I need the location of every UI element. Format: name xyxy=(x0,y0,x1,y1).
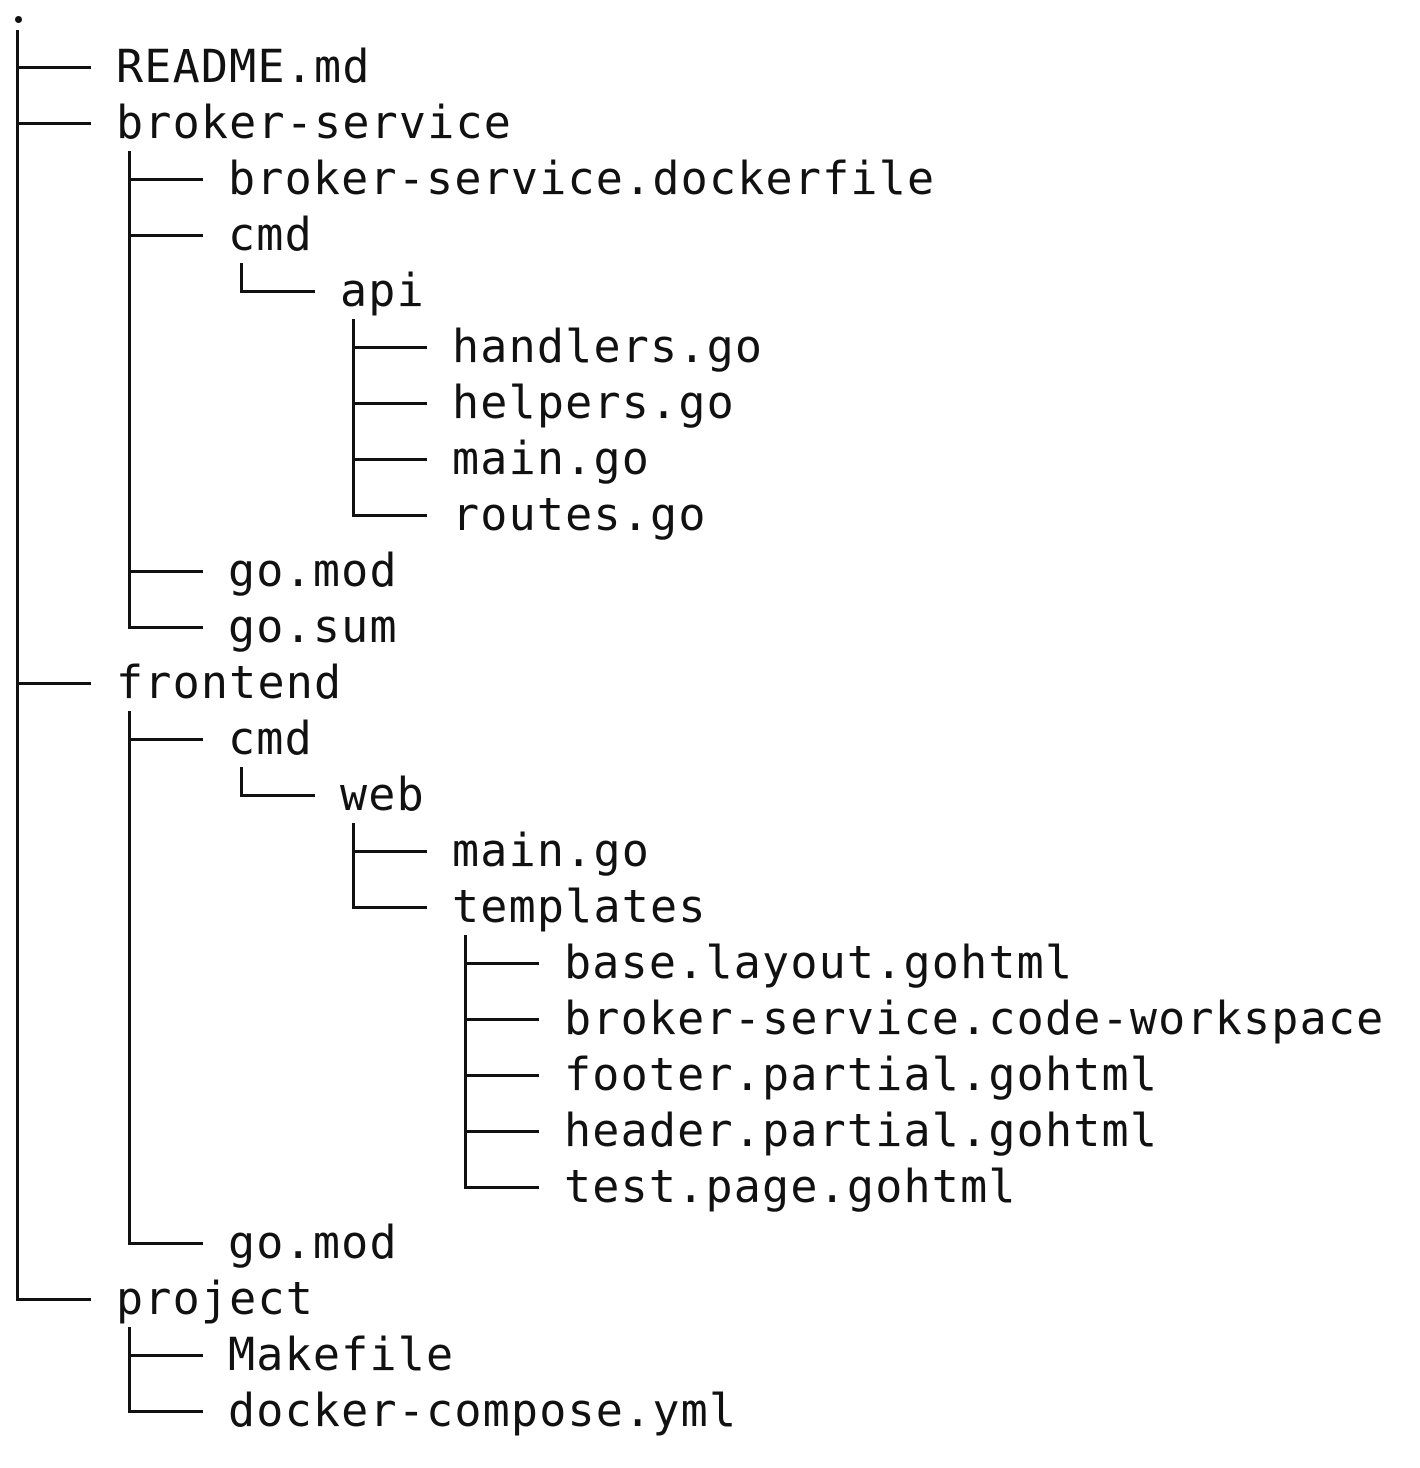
tree-entry: header.partial.gohtml xyxy=(564,1104,1159,1157)
tree-vertical-connector xyxy=(16,30,19,1301)
tree-entry: project xyxy=(116,1272,315,1325)
tree-branch-connector xyxy=(128,626,203,629)
tree-branch-connector xyxy=(240,290,315,293)
tree-entry: routes.go xyxy=(452,488,707,541)
tree-entry: broker-service xyxy=(116,96,513,149)
tree-entry: frontend xyxy=(116,656,343,709)
tree-branch-connector xyxy=(16,66,91,69)
tree-branch-connector xyxy=(128,1242,203,1245)
tree-branch-connector xyxy=(352,906,427,909)
tree-vertical-connector xyxy=(128,711,131,1245)
tree-entry: test.page.gohtml xyxy=(564,1160,1017,1213)
tree-branch-connector xyxy=(464,1186,539,1189)
tree-entry: api xyxy=(340,264,425,317)
tree-entry: go.mod xyxy=(228,544,398,597)
tree-branch-connector xyxy=(464,1018,539,1021)
tree-vertical-connector xyxy=(128,1327,131,1413)
tree-branch-connector xyxy=(16,1298,91,1301)
tree-branch-connector xyxy=(240,794,315,797)
tree-branch-connector xyxy=(16,122,91,125)
tree-entry: cmd xyxy=(228,712,313,765)
tree-branch-connector xyxy=(128,178,203,181)
tree-entry: main.go xyxy=(452,432,651,485)
tree-entry: broker-service.code-workspace xyxy=(564,992,1385,1045)
tree-branch-connector xyxy=(16,682,91,685)
tree-entry: go.sum xyxy=(228,600,398,653)
tree-entry: broker-service.dockerfile xyxy=(228,152,936,205)
tree-entry: templates xyxy=(452,880,707,933)
tree-branch-connector xyxy=(128,738,203,741)
tree-branch-connector xyxy=(128,234,203,237)
tree-entry: footer.partial.gohtml xyxy=(564,1048,1159,1101)
tree-vertical-connector xyxy=(352,319,355,517)
tree-entry: helpers.go xyxy=(452,376,735,429)
tree-branch-connector xyxy=(128,570,203,573)
tree-entry: main.go xyxy=(452,824,651,877)
tree-branch-connector xyxy=(128,1410,203,1413)
tree-branch-connector xyxy=(464,1074,539,1077)
tree-branch-connector xyxy=(352,850,427,853)
tree-entry: go.mod xyxy=(228,1216,398,1269)
tree-branch-connector xyxy=(464,962,539,965)
tree-vertical-connector xyxy=(352,823,355,909)
root-dot xyxy=(15,16,22,23)
tree-entry: Makefile xyxy=(228,1328,455,1381)
tree-branch-connector xyxy=(352,346,427,349)
tree-branch-connector xyxy=(352,402,427,405)
tree-vertical-connector xyxy=(464,935,467,1189)
tree-branch-connector xyxy=(352,514,427,517)
tree-vertical-connector xyxy=(240,263,243,293)
tree-vertical-connector xyxy=(240,767,243,797)
tree-entry: web xyxy=(340,768,425,821)
tree-entry: base.layout.gohtml xyxy=(564,936,1074,989)
tree-entry: handlers.go xyxy=(452,320,764,373)
tree-branch-connector xyxy=(464,1130,539,1133)
tree-branch-connector xyxy=(352,458,427,461)
tree-entry: cmd xyxy=(228,208,313,261)
tree-entry: docker-compose.yml xyxy=(228,1384,738,1437)
tree-entry: README.md xyxy=(116,40,371,93)
tree-branch-connector xyxy=(128,1354,203,1357)
tree-vertical-connector xyxy=(128,151,131,629)
